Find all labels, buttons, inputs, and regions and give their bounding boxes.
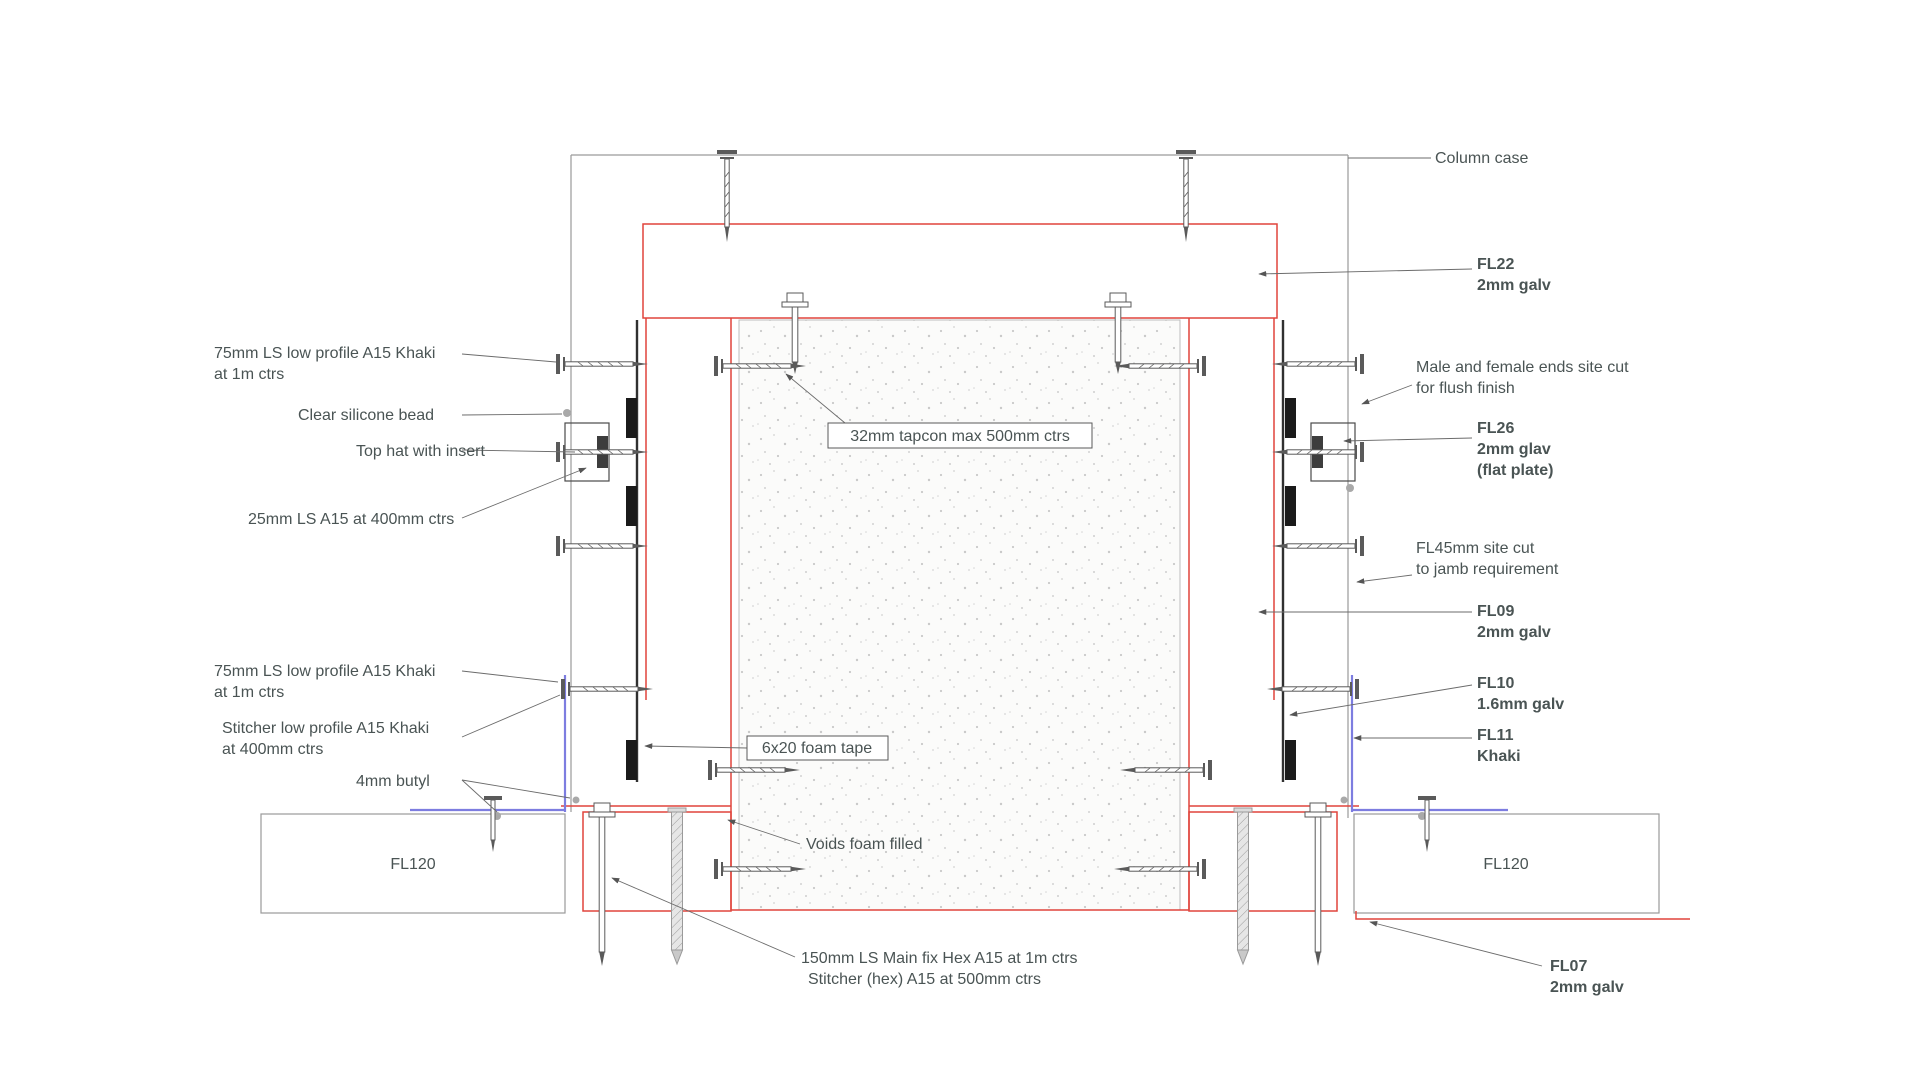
butyl-label: 4mm butyl <box>356 773 430 790</box>
fl26-sub-label: 2mm glav <box>1477 441 1551 458</box>
main-fix-label-line2: Stitcher (hex) A15 at 500mm ctrs <box>808 971 1041 988</box>
anchor-icon <box>667 807 687 965</box>
screw-icon <box>1174 150 1198 244</box>
fl11-label: FL11 <box>1477 727 1514 744</box>
top-hat-label: Top hat with insert <box>356 443 486 460</box>
stitcher-label-line2: at 400mm ctrs <box>222 741 323 758</box>
callout-foam-tape: 6x20 foam tape <box>746 735 889 761</box>
seal-block <box>626 398 637 438</box>
screw-icon <box>1265 677 1359 701</box>
fl26-label: FL26 <box>1477 420 1514 437</box>
fl120-left-label: FL120 <box>390 856 435 873</box>
stitcher-label-line1: Stitcher low profile A15 Khaki <box>222 720 429 737</box>
sill-plate-right <box>1188 811 1338 912</box>
callout-tapcon: 32mm tapcon max 500mm ctrs <box>827 422 1093 449</box>
fl22-label: FL22 <box>1477 256 1514 273</box>
fl120-right-box <box>1353 813 1660 914</box>
column-case-label: Column case <box>1435 150 1528 167</box>
silicone-bead-label: Clear silicone bead <box>298 407 434 424</box>
main-fix-bolt-icon <box>1304 802 1332 967</box>
left-annotations: 75mm LS low profile A15 Khaki at 1m ctrs… <box>214 345 486 873</box>
sill-plate-left <box>582 811 732 912</box>
fl120-right-label: FL120 <box>1483 856 1528 873</box>
seal-block <box>1285 740 1296 780</box>
fl22-sub-label: 2mm galv <box>1477 277 1551 294</box>
male-female-label-line2: for flush finish <box>1416 380 1515 397</box>
anchor-icon <box>1233 807 1253 965</box>
jamb-assembly-right <box>1281 320 1356 782</box>
center-annotations: Voids foam filled 150mm LS Main fix Hex … <box>801 836 1078 988</box>
seal-block <box>626 486 637 526</box>
fl09-sub-label: 2mm galv <box>1477 624 1551 641</box>
fl45-label-line2: to jamb requirement <box>1416 561 1559 578</box>
fl07-label: FL07 <box>1550 958 1587 975</box>
fl10-sub-label: 1.6mm galv <box>1477 696 1564 713</box>
foam-tape-label: 6x20 foam tape <box>762 740 872 757</box>
fl120-left-box <box>260 813 566 914</box>
tapcon-label: 32mm tapcon max 500mm ctrs <box>850 428 1070 445</box>
ls75-bottom-label-line2: at 1m ctrs <box>214 684 284 701</box>
fl11-sub-label: Khaki <box>1477 748 1521 765</box>
screw-icon <box>482 796 504 854</box>
ls75-bottom-label-line1: 75mm LS low profile A15 Khaki <box>214 663 435 680</box>
screw-icon <box>715 150 739 244</box>
right-annotations: Column case FL22 2mm galv Male and femal… <box>1416 150 1629 996</box>
screw-icon <box>1416 796 1438 854</box>
silicone-bead-dab <box>563 409 571 417</box>
ls75-top-label-line1: 75mm LS low profile A15 Khaki <box>214 345 435 362</box>
fl22-flashing <box>642 223 1278 319</box>
seal-block <box>626 740 637 780</box>
red-flashings <box>561 223 1690 920</box>
male-female-label-line1: Male and female ends site cut <box>1416 359 1629 376</box>
ls75-top-label-line2: at 1m ctrs <box>214 366 284 383</box>
main-fix-bolt-icon <box>588 802 616 967</box>
seal-block <box>1285 398 1296 438</box>
fl09-label: FL09 <box>1477 603 1514 620</box>
voids-label: Voids foam filled <box>806 836 923 853</box>
ls25-label: 25mm LS A15 at 400mm ctrs <box>248 511 454 528</box>
main-fix-label-line1: 150mm LS Main fix Hex A15 at 1m ctrs <box>801 950 1078 967</box>
fl45-label-line1: FL45mm site cut <box>1416 540 1535 557</box>
leader-lines <box>461 157 1543 967</box>
fl07-flashing <box>1355 911 1690 920</box>
fl07-sub-label: 2mm galv <box>1550 979 1624 996</box>
butyl-dabs <box>493 409 1426 820</box>
fl26-sub2-label: (flat plate) <box>1477 462 1553 479</box>
concrete-column <box>738 319 1181 911</box>
jamb-assembly-left <box>564 320 639 782</box>
seal-block <box>1285 486 1296 526</box>
fl10-label: FL10 <box>1477 675 1514 692</box>
screw-icon <box>561 677 655 701</box>
